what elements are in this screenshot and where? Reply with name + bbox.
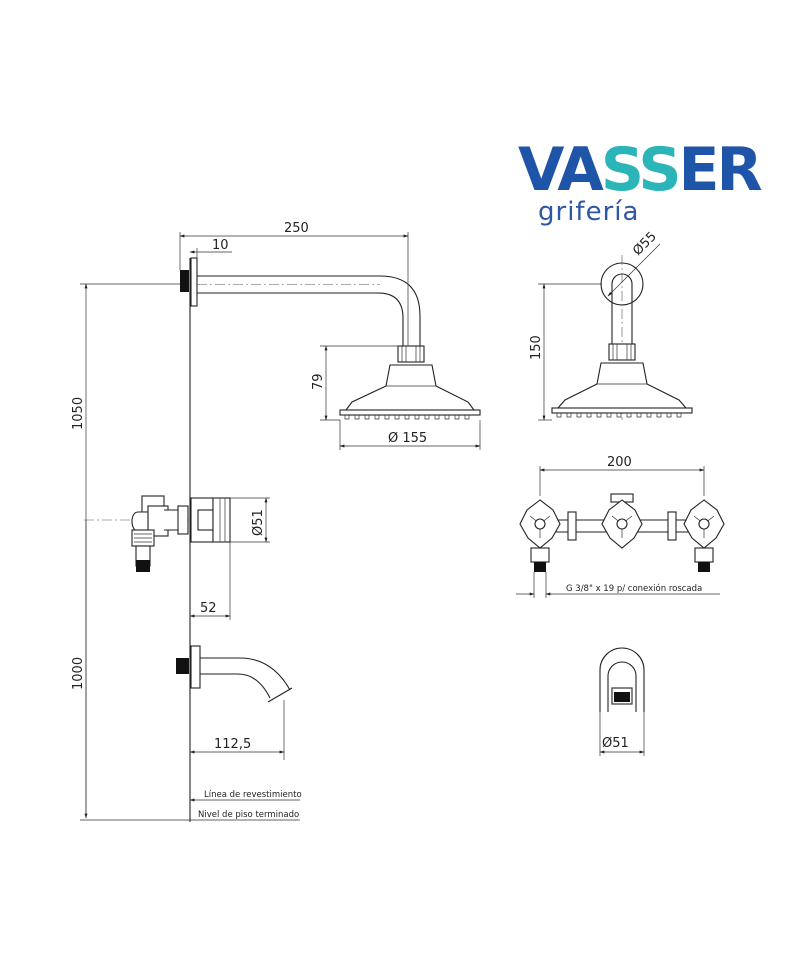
front-view-shower: Ø55 150 — [529, 229, 693, 421]
dim-flange-offset: 10 — [212, 238, 229, 253]
dim-head-height: 79 — [311, 373, 326, 390]
dim-valve-diameter: Ø51 — [251, 509, 266, 536]
front-view-valves: 200 G 3/8" x 19 p/ conexión roscada — [516, 455, 725, 598]
dim-spout-height: 1000 — [71, 657, 86, 690]
logo-text-er: ER — [679, 135, 762, 205]
arm-flange — [190, 257, 198, 307]
front-view-spout: Ø51 — [599, 647, 645, 756]
dim-spout-length: 112,5 — [214, 737, 251, 752]
shower-arm-top — [197, 275, 421, 346]
dim-flange-diameter: Ø55 — [630, 229, 660, 259]
shower-arm-bottom — [197, 292, 404, 346]
brand-logo: VASSER grifería — [518, 135, 765, 227]
dim-arm-length: 250 — [284, 221, 309, 236]
logo-text-va: VA — [518, 135, 604, 205]
dim-valve-depth: 52 — [200, 601, 217, 616]
spout-side — [176, 645, 293, 703]
valve-rosette — [190, 497, 231, 543]
head-connector — [397, 345, 425, 363]
shower-head-nozzles — [344, 415, 470, 420]
dim-arm-drop: 150 — [529, 335, 544, 360]
dim-head-diameter-side: Ø 155 — [388, 431, 427, 446]
arm-wall-connector — [180, 270, 189, 292]
logo-text-ss: SS — [601, 135, 679, 205]
svg-text:VASSER: VASSER — [518, 135, 762, 205]
logo-tagline: grifería — [538, 197, 639, 227]
note-wall-line: Línea de revestimiento — [204, 790, 302, 800]
valve-handle-left — [519, 499, 561, 572]
dim-shower-height: 1050 — [71, 397, 86, 430]
note-floor-level: Nivel de piso terminado — [198, 810, 299, 820]
dim-valve-spacing: 200 — [607, 455, 632, 470]
shower-head-side — [344, 364, 476, 411]
note-thread-spec: G 3/8" x 19 p/ conexión roscada — [566, 583, 702, 594]
valve-handle-right — [683, 499, 725, 572]
valve-handle-center — [601, 493, 643, 549]
side-view: 250 10 79 Ø 155 1050 — [71, 221, 481, 822]
valve-body — [131, 495, 189, 572]
dim-spout-diameter: Ø51 — [602, 736, 629, 751]
